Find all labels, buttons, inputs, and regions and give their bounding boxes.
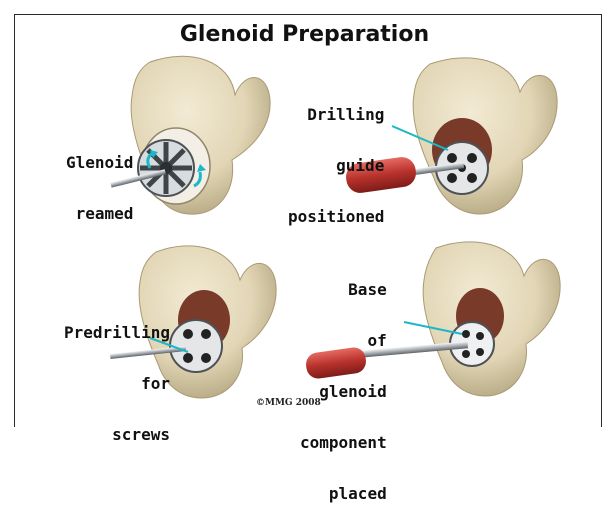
label-glenoid-reamed: Glenoid reamed	[66, 120, 133, 239]
label-drilling-guide-positioned: Drilling guide positioned	[288, 72, 384, 242]
label-predrilling-for-screws: Predrilling for screws	[64, 290, 170, 460]
copyright-notice: ©MMG 2008	[256, 398, 321, 408]
panel-reamed	[110, 56, 270, 214]
label-base-glenoid-component-placed: Base of glenoid component placed	[300, 247, 387, 519]
drill-guide	[170, 320, 222, 372]
